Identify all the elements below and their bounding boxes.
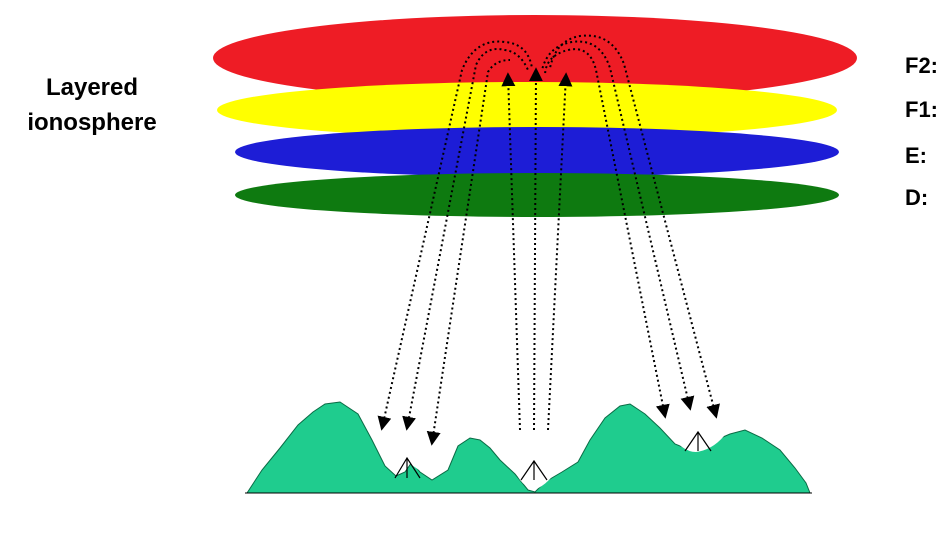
layer-d-ellipse [235,173,839,217]
diagram-title-line1: Layered [46,74,138,101]
layer-label-f1: F1: [905,97,938,122]
layer-label-d: D: [905,185,928,210]
layer-label-f2: F2: [905,53,938,78]
diagram-title-line2: ionosphere [27,109,156,136]
layer-label-e: E: [905,143,927,168]
layer-e-ellipse [235,127,839,177]
